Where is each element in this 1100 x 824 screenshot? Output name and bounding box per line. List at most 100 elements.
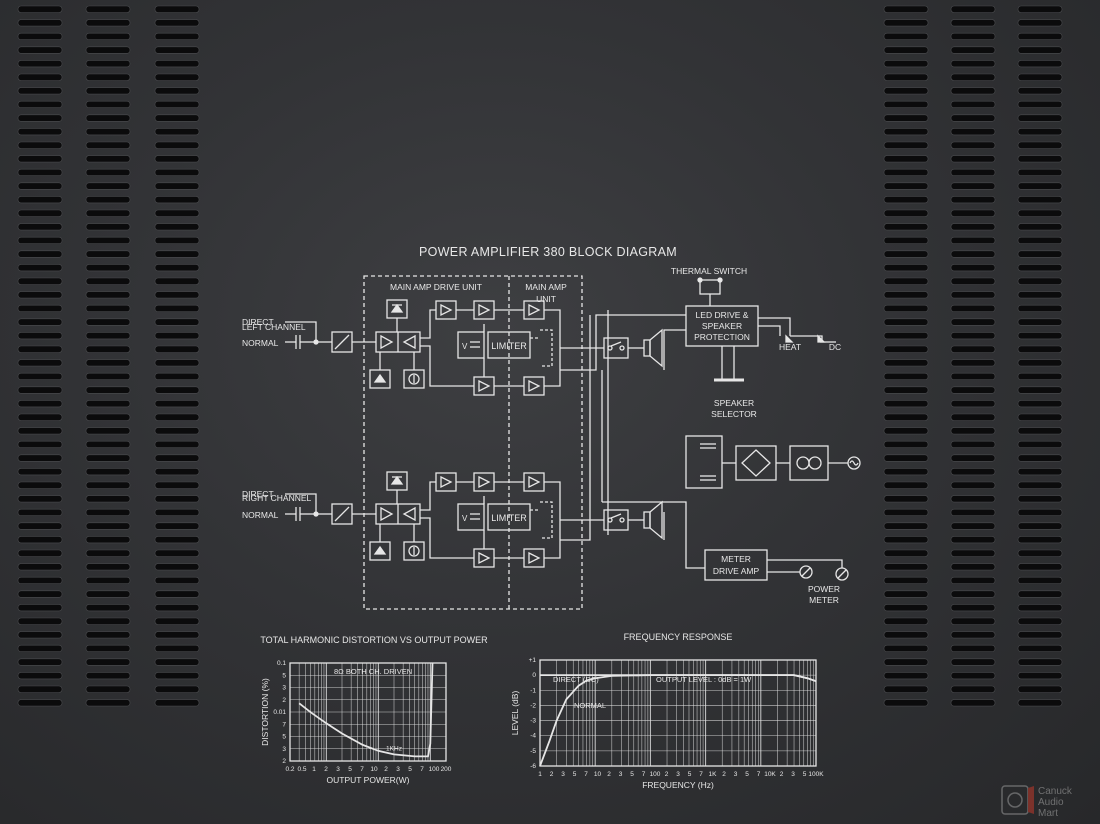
wire — [420, 310, 436, 338]
vent-slot — [951, 196, 995, 203]
vent-slot — [951, 550, 995, 557]
vent-slot — [86, 278, 130, 285]
vent-slot — [1018, 686, 1062, 693]
vent-slot — [884, 292, 928, 299]
y-tick-label: -4 — [530, 733, 536, 740]
x-tick-label: 3 — [619, 771, 623, 778]
vent-slot — [1018, 292, 1062, 299]
vent-slot — [86, 360, 130, 367]
vent-slot — [884, 400, 928, 407]
vent-slot — [18, 88, 62, 95]
wire — [420, 346, 474, 386]
amp-stage-box — [474, 301, 494, 319]
series-label-direct: DIRECT (DC) — [553, 675, 599, 684]
bias-label: V — [462, 342, 468, 351]
vent-slot — [155, 509, 199, 516]
vent-slot — [18, 128, 62, 135]
y-tick-label: -5 — [530, 748, 536, 755]
vent-slot — [86, 455, 130, 462]
amp-triangle-icon — [479, 553, 489, 563]
y-tick-label: 0.1 — [277, 660, 286, 667]
vent-slot — [155, 20, 199, 27]
normal-input-label: NORMAL — [242, 510, 279, 520]
vent-slot — [18, 237, 62, 244]
vent-slot — [155, 360, 199, 367]
vent-slot — [86, 604, 130, 611]
x-tick-label: 2 — [550, 771, 554, 778]
amp-stage-box — [524, 473, 544, 491]
vent-slot — [1018, 128, 1062, 135]
vent-slot — [951, 468, 995, 475]
vent-slot — [86, 183, 130, 190]
x-tick-label: 10 — [594, 771, 602, 778]
vent-slot — [155, 400, 199, 407]
vent-slot — [155, 618, 199, 625]
vent-slot — [86, 591, 130, 598]
vent-slot — [86, 550, 130, 557]
speaker-selector-label-2: SELECTOR — [711, 409, 757, 419]
vent-slot — [18, 346, 62, 353]
ventilation-slots — [18, 6, 1062, 706]
vent-slot — [155, 33, 199, 40]
vent-slot — [1018, 618, 1062, 625]
vent-slot — [1018, 224, 1062, 231]
x-tick-label: 2 — [665, 771, 669, 778]
vent-slot — [1018, 74, 1062, 81]
vent-slot — [951, 604, 995, 611]
vent-slot — [155, 373, 199, 380]
vent-slot — [86, 264, 130, 271]
main-amp-label: MAIN AMP — [525, 282, 567, 292]
zener-icon — [375, 547, 385, 554]
vent-slot — [18, 251, 62, 257]
vent-slot — [1018, 373, 1062, 380]
vent-slot — [884, 632, 928, 639]
vent-slot — [18, 686, 62, 693]
vent-slot — [951, 319, 995, 326]
vent-slot — [18, 292, 62, 299]
main-amp-label-unit: UNIT — [536, 294, 556, 304]
vent-slot — [951, 88, 995, 95]
vent-slot — [155, 278, 199, 285]
zener-icon — [375, 375, 385, 382]
amp-triangle-icon — [529, 553, 539, 563]
vent-slot — [86, 251, 130, 257]
vent-slot — [1018, 360, 1062, 367]
y-tick-label: 2 — [282, 758, 286, 765]
vent-slot — [951, 292, 995, 299]
y-tick-label: 5 — [282, 672, 286, 679]
amp-triangle-icon — [381, 508, 392, 520]
vent-slot — [1018, 264, 1062, 271]
vent-slot — [18, 564, 62, 571]
vent-slot — [18, 360, 62, 367]
relay-arm — [611, 514, 621, 518]
vent-slot — [155, 455, 199, 462]
vent-slot — [951, 156, 995, 163]
vent-slot — [884, 659, 928, 666]
x-tick-label: 5 — [348, 766, 352, 773]
vent-slot — [884, 387, 928, 394]
vent-slot — [86, 468, 130, 475]
vent-slot — [155, 183, 199, 190]
amp-stage-box — [474, 473, 494, 491]
vent-slot — [1018, 319, 1062, 326]
vent-slot — [951, 482, 995, 489]
drive-unit-label: MAIN AMP DRIVE UNIT — [390, 282, 482, 292]
relay-contact — [620, 518, 624, 522]
vent-slot — [1018, 468, 1062, 475]
y-axis-label: LEVEL (dB) — [510, 691, 520, 736]
vent-slot — [86, 373, 130, 380]
vent-slot — [18, 550, 62, 557]
vent-slot — [884, 251, 928, 257]
vent-slot — [155, 577, 199, 584]
vent-slot — [86, 142, 130, 149]
vent-slot — [1018, 6, 1062, 13]
x-tick-label: 5 — [745, 771, 749, 778]
vent-slot — [18, 482, 62, 489]
vent-slot — [155, 496, 199, 503]
amp-stage-box — [436, 301, 456, 319]
vent-slot — [155, 604, 199, 611]
amp-stage-box — [474, 377, 494, 395]
vent-slot — [86, 88, 130, 95]
